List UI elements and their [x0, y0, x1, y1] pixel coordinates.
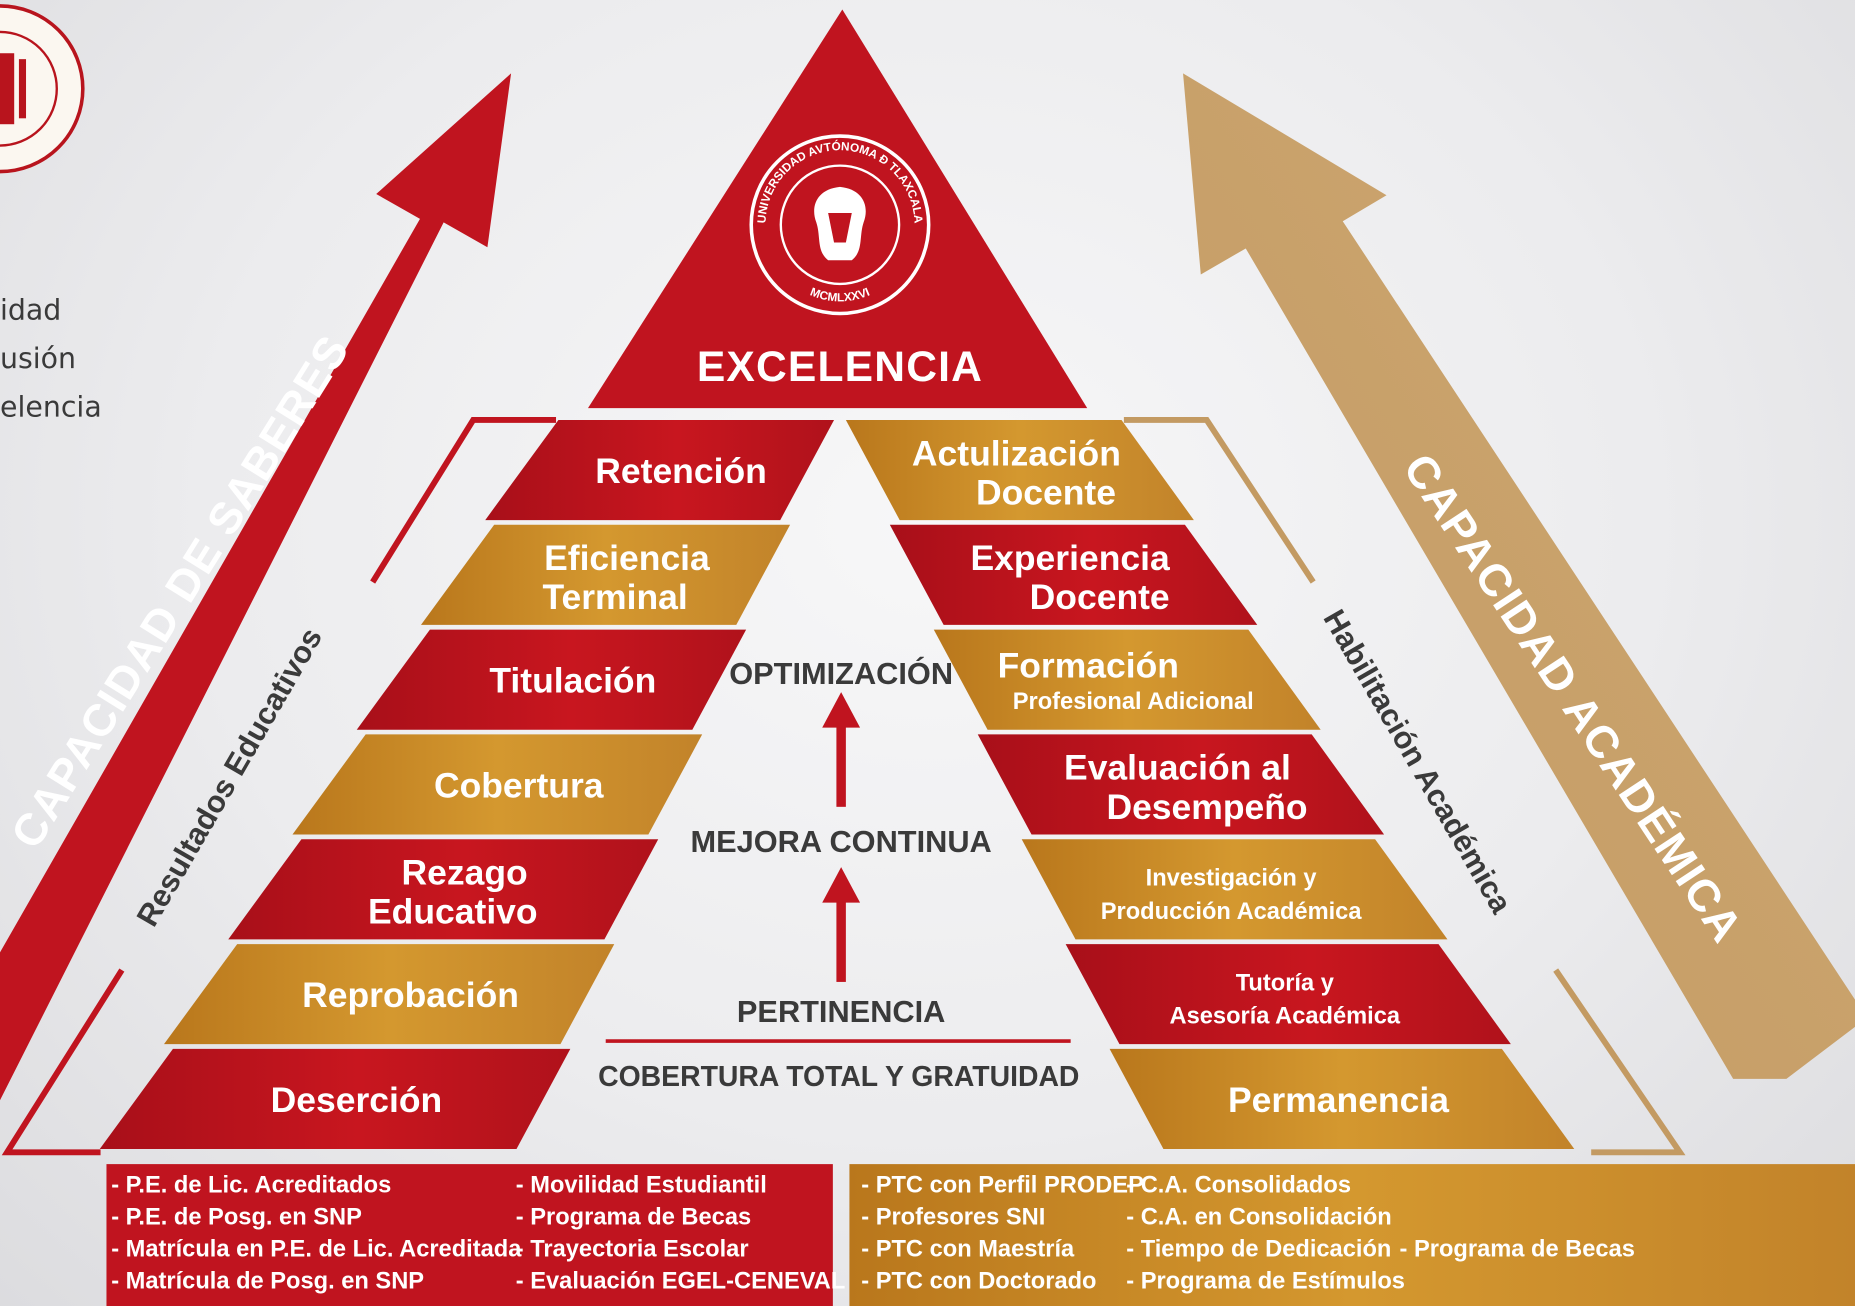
- right-bar-label: Docente: [976, 472, 1116, 512]
- center-cobertura: COBERTURA TOTAL Y GRATUIDAD: [598, 1061, 1079, 1093]
- bottom-right-item: - Profesores SNI: [861, 1204, 1045, 1230]
- left-bracket-top: [370, 417, 557, 584]
- bottom-left-item: - Matrícula de Posg. en SNP: [111, 1268, 424, 1294]
- right-bar-label: Permanencia: [1228, 1080, 1449, 1120]
- left-bar-label: Deserción: [271, 1080, 443, 1120]
- right-bar: [977, 734, 1385, 835]
- right-bracket-top: [1123, 417, 1316, 584]
- center-pertinencia: PERTINENCIA: [737, 994, 945, 1029]
- bottom-left-item: - P.E. de Posg. en SNP: [111, 1204, 362, 1230]
- bottom-left-box: [106, 1164, 833, 1306]
- left-bar-label: Eficiencia: [544, 538, 710, 578]
- bottom-right-item: - Programa de Estímulos: [1126, 1268, 1405, 1294]
- right-bar: [933, 629, 1321, 730]
- university-logo: [0, 4, 85, 174]
- right-bar-label: Profesional Adicional: [1013, 689, 1254, 715]
- left-bar: [228, 839, 659, 940]
- left-arrow: [0, 73, 512, 1101]
- bottom-right-box: [849, 1164, 1855, 1306]
- bottom-right-item: - PTC con Perfil PRODEP: [861, 1173, 1144, 1199]
- up-arrow-icon: [822, 692, 861, 807]
- up-arrow-icon: [822, 867, 861, 982]
- left-bar: [292, 734, 703, 835]
- right-bar-label: Asesoría Académica: [1170, 1004, 1401, 1030]
- right-arrow-label: CAPACIDAD ACADÉMICA: [1394, 445, 1753, 952]
- right-bar-label: Docente: [1030, 577, 1170, 617]
- right-bar-label: Evaluación al: [1064, 748, 1291, 788]
- left-bar: [99, 1048, 571, 1149]
- intro-fragment: elencia: [0, 390, 102, 424]
- center-mejora-continua: MEJORA CONTINUA: [691, 824, 992, 859]
- right-arrow: [1183, 73, 1855, 1079]
- left-bar-label: Rezago: [402, 853, 528, 893]
- left-bar-label: Reprobación: [302, 975, 519, 1015]
- left-bar: [485, 419, 835, 521]
- right-bar: [1021, 839, 1448, 940]
- right-bar-label: Tutoría y: [1236, 971, 1335, 997]
- left-bar-label: Retención: [595, 451, 767, 491]
- bottom-right-item: - Tiempo de Dedicación: [1126, 1236, 1391, 1262]
- bottom-right-item: - Programa de Becas: [1400, 1236, 1635, 1262]
- left-bar-label: Titulación: [489, 661, 656, 701]
- intro-fragment: usión: [0, 341, 77, 376]
- right-bar-label: Experiencia: [970, 538, 1169, 578]
- left-bar-label: Cobertura: [434, 765, 604, 805]
- left-bar-label: Educativo: [368, 892, 538, 932]
- center-optimizacion: OPTIMIZACIÓN: [729, 655, 953, 691]
- right-bracket-bottom: [1553, 968, 1686, 1156]
- left-bracket-bottom: [1, 968, 125, 1156]
- bottom-right-item: - PTC con Maestría: [861, 1236, 1075, 1262]
- apex-label: EXCELENCIA: [697, 343, 983, 391]
- bottom-left-item: - P.E. de Lic. Acreditados: [111, 1173, 391, 1199]
- bottom-left-item: - Programa de Becas: [516, 1204, 751, 1230]
- left-bar-label: Terminal: [542, 577, 687, 617]
- bottom-right-item: - PTC con Doctorado: [861, 1268, 1096, 1294]
- right-bar-label: Actulización: [912, 433, 1121, 473]
- right-bar-label: Desempeño: [1106, 787, 1307, 827]
- right-bar: [889, 524, 1258, 625]
- left-bar: [164, 944, 615, 1045]
- seal-text-bottom: MCMLXXVI: [808, 285, 871, 305]
- right-bar: [845, 419, 1194, 521]
- left-bar: [420, 524, 791, 625]
- right-bar: [1065, 944, 1511, 1045]
- bottom-left-item: - Matrícula en P.E. de Lic. Acreditada: [111, 1236, 522, 1262]
- right-bar: [1109, 1048, 1575, 1149]
- intro-fragment: idad: [0, 293, 62, 327]
- bottom-right-item: - C.A. en Consolidación: [1126, 1204, 1392, 1230]
- left-bar: [356, 629, 747, 730]
- right-bar-label: Formación: [998, 645, 1179, 685]
- bottom-left-item: - Trayectoria Escolar: [516, 1236, 749, 1262]
- bottom-left-item: - Movilidad Estudiantil: [516, 1173, 767, 1199]
- bottom-right-item: - C.A. Consolidados: [1126, 1173, 1351, 1199]
- right-bar-label: Investigación y: [1146, 866, 1318, 892]
- bottom-left-item: - Evaluación EGEL-CENEVAL: [516, 1268, 846, 1294]
- right-bar-label: Producción Académica: [1101, 899, 1363, 925]
